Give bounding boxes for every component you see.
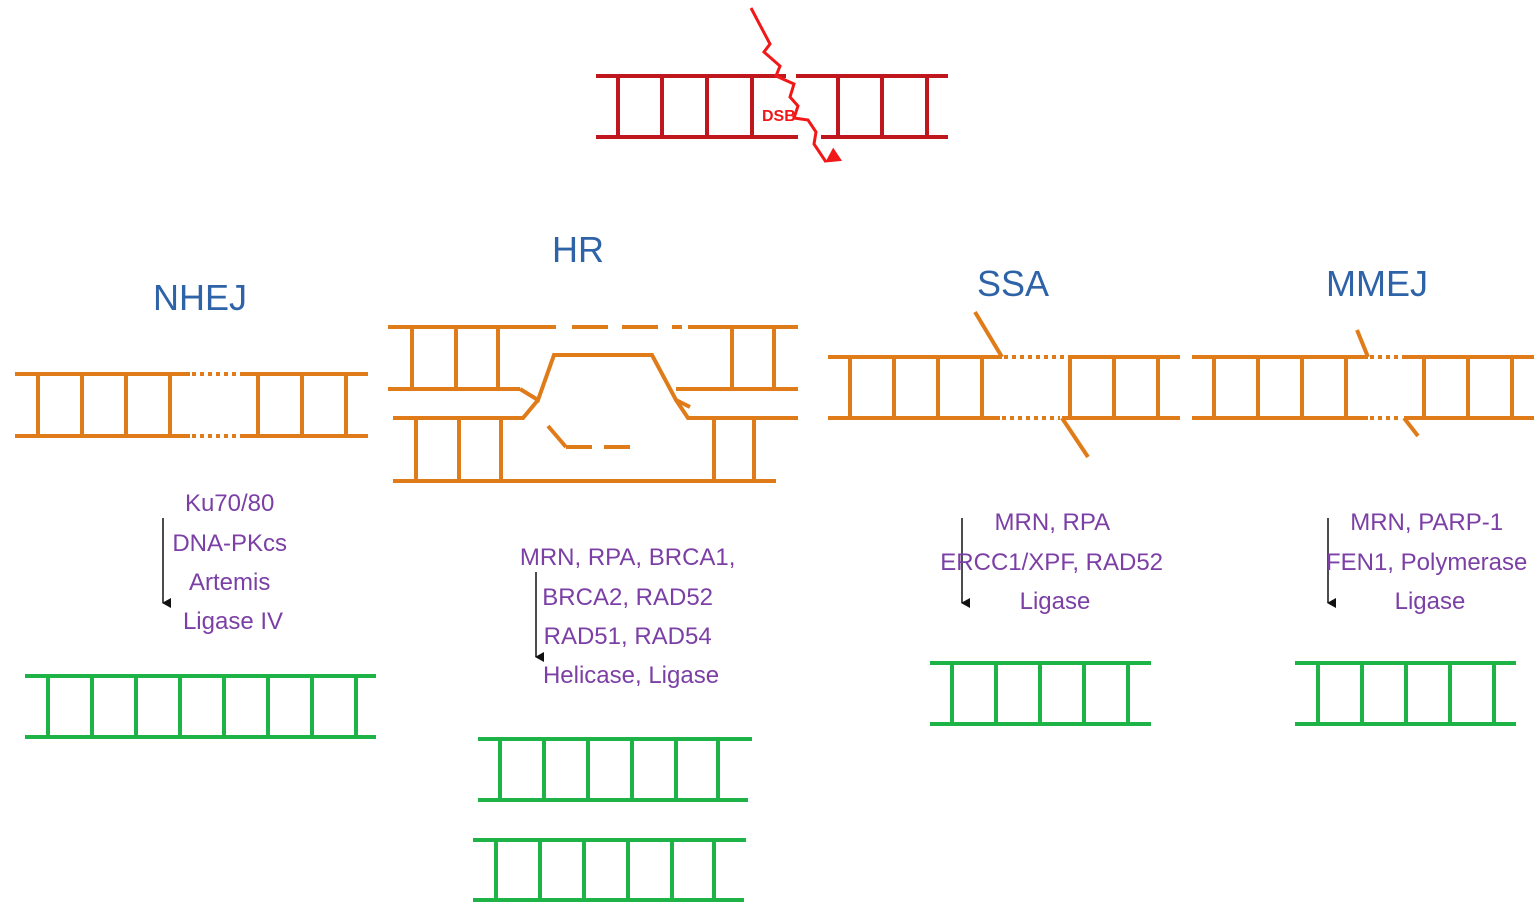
hr-proteins: MRN, RPA, BRCA1, BRCA2, RAD52 RAD51, RAD…	[520, 544, 742, 689]
ssa-damaged-dna	[828, 312, 1180, 457]
hr-protein-2: BRCA2, RAD52	[542, 584, 713, 611]
pathway-title-hr: HR	[552, 229, 604, 270]
dsb-right-fragment	[796, 76, 948, 137]
nhej-repaired-dna	[25, 676, 376, 737]
pathway-title-ssa: SSA	[977, 263, 1049, 304]
ssa-repaired-dna	[930, 663, 1151, 724]
pathway-title-nhej: NHEJ	[153, 277, 247, 318]
hr-repaired-dna-1	[478, 739, 752, 800]
mmej-damaged-dna	[1192, 330, 1534, 436]
hr-protein-3: RAD51, RAD54	[544, 623, 712, 650]
nhej-proteins: Ku70/80 DNA-PKcs Artemis Ligase IV	[172, 490, 293, 635]
nhej-protein-1: Ku70/80	[185, 490, 274, 517]
ssa-protein-1: MRN, RPA	[995, 509, 1111, 536]
ssa-proteins: MRN, RPA ERCC1/XPF, RAD52 Ligase	[940, 509, 1169, 615]
mmej-repaired-dna	[1295, 663, 1516, 724]
dsb-label: DSB	[762, 108, 796, 125]
nhej-damaged-dna	[15, 374, 368, 436]
nhej-protein-3: Artemis	[189, 569, 270, 596]
dsb-left-fragment	[596, 76, 798, 137]
hr-repaired-dna-2	[473, 840, 746, 900]
hr-damaged-dna	[388, 327, 798, 481]
pathway-title-mmej: MMEJ	[1326, 263, 1428, 304]
hr-protein-1: MRN, RPA, BRCA1,	[520, 544, 736, 571]
ssa-protein-3: Ligase	[1020, 588, 1091, 615]
mmej-protein-3: Ligase	[1395, 588, 1466, 615]
nhej-protein-2: DNA-PKcs	[172, 530, 287, 557]
dsb-broken-dna	[596, 76, 948, 137]
mmej-protein-1: MRN, PARP-1	[1350, 509, 1503, 536]
hr-protein-4: Helicase, Ligase	[543, 662, 719, 689]
nhej-protein-4: Ligase IV	[183, 608, 283, 635]
ssa-protein-2: ERCC1/XPF, RAD52	[940, 549, 1163, 576]
mmej-proteins: MRN, PARP-1 FEN1, Polymerase Ligase	[1326, 509, 1534, 615]
mmej-protein-2: FEN1, Polymerase	[1326, 549, 1527, 576]
